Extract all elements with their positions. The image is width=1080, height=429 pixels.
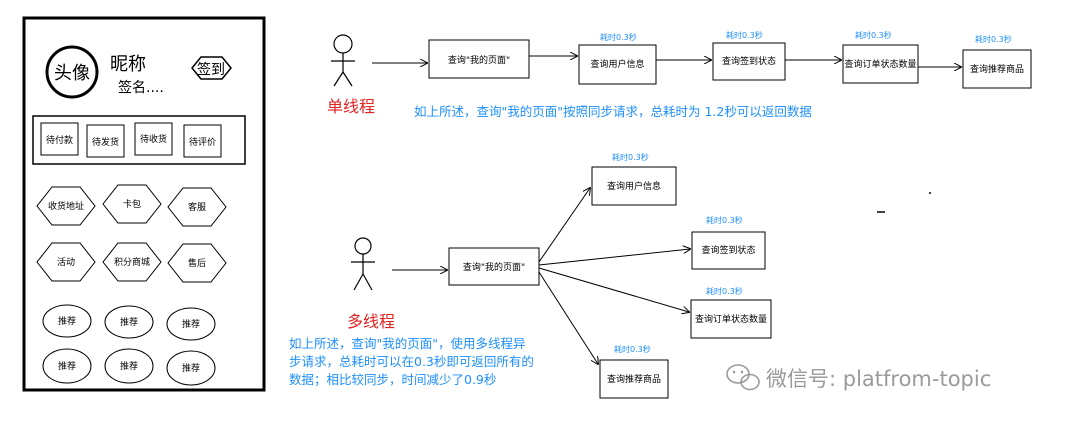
time-label: 耗时0.3秒 [706,215,743,225]
service-label: 收货地址 [48,200,84,212]
order-item: 待评价 [183,124,222,158]
step-box: 查询订单状态数量 [842,44,919,84]
actor-icon [351,237,375,291]
step-box: 查询用户信息 [578,44,657,85]
step-box: 查询签到状态 [691,231,766,270]
avatar [45,45,99,99]
arrow [538,249,690,266]
multi-thread-note-line: 步请求，总耗时可以在0.3秒即可返回所有的 [289,354,534,369]
phone-mockup: 头像 昵称 签名.... 签到 待付款 待发货 待收货 待评价 [22,16,266,392]
step-label: 查询订单状态数量 [695,313,767,325]
step-label: 查询"我的页面" [463,261,525,273]
recommend-item: 推荐 [104,348,154,384]
checkin-label: 签到 [197,61,225,78]
watermark: 微信号: platfrom-topic [726,364,991,391]
step-label: 查询签到状态 [722,55,776,67]
profile-header: 头像 昵称 签名.... 签到 [45,45,232,99]
step-box: 查询"我的页面" [428,39,530,79]
avatar-label: 头像 [54,63,90,84]
arrow [538,188,590,263]
recommend-item: 推荐 [42,348,92,384]
time-label: 耗时0.3秒 [855,30,892,40]
time-label: 耗时0.3秒 [612,152,649,162]
time-label: 耗时0.3秒 [975,34,1012,44]
step-box: 查询推荐商品 [599,359,669,399]
order-status-row: 待付款 待发货 待收货 待评价 [32,115,246,165]
recommend-item: 推荐 [166,307,216,341]
service-label: 售后 [188,257,206,269]
step-box: 查询签到状态 [712,42,786,81]
step-box: 查询用户信息 [591,166,677,206]
order-item: 待收货 [134,122,173,156]
service-grid: 收货地址 卡包 客服 活动 积分商城 售后 [36,184,227,283]
order-label: 待付款 [46,134,73,146]
arrow [538,271,598,364]
recommend-item: 推荐 [166,350,216,386]
step-label: 查询"我的页面" [448,54,510,66]
service-item: 收货地址 [36,186,96,226]
service-item: 客服 [167,187,227,227]
service-label: 活动 [57,256,75,268]
recommend-label: 推荐 [58,360,76,372]
order-label: 待收货 [140,133,167,145]
step-box: 查询订单状态数量 [690,299,772,339]
recommend-label: 推荐 [182,318,200,330]
order-label: 待发货 [92,136,119,148]
single-thread-note: 如上所述，查询"我的页面"按照同步请求，总耗时为 1.2秒可以返回数据 [414,104,812,119]
watermark-text: 微信号: platfrom-topic [766,367,991,391]
time-label: 耗时0.3秒 [726,30,763,40]
arrow [538,267,689,312]
time-label: 耗时0.3秒 [600,32,637,42]
service-label: 客服 [188,201,206,213]
recommend-grid: 推荐 推荐 推荐 推荐 推荐 推荐 [42,304,216,386]
step-label: 查询推荐商品 [607,373,661,385]
recommend-label: 推荐 [120,360,138,372]
step-label: 查询签到状态 [701,244,755,256]
service-label: 积分商城 [114,256,150,268]
step-label: 查询推荐商品 [970,63,1024,75]
wechat-icon [726,364,760,391]
recommend-item: 推荐 [104,305,154,339]
nickname: 昵称 [110,54,146,75]
service-item: 售后 [167,243,227,283]
time-label: 耗时0.3秒 [706,286,743,296]
step-label: 查询用户信息 [590,58,644,70]
recommend-item: 推荐 [42,304,92,338]
service-label: 卡包 [123,198,141,210]
recommend-label: 推荐 [182,362,200,374]
checkin-badge [191,56,232,80]
time-label: 耗时0.3秒 [614,344,651,354]
single-thread-label: 单线程 [327,97,375,116]
step-box: 查询推荐商品 [962,49,1032,89]
multi-thread-flow: 多线程 查询"我的页面" 耗时0.3秒 查询用户信息 耗时0.3秒 查询签到状态… [289,152,772,399]
recommend-label: 推荐 [120,316,138,328]
multi-thread-note-line: 数据；相比较同步，时间减少了0.9秒 [289,372,496,387]
service-item: 积分商城 [102,242,162,282]
multi-thread-label: 多线程 [347,312,395,331]
signature: 签名.... [118,79,164,96]
order-item: 待付款 [40,122,79,156]
step-label: 查询用户信息 [607,180,661,192]
recommend-label: 推荐 [58,315,76,327]
service-item: 卡包 [102,184,162,224]
step-box: 查询"我的页面" [448,247,540,286]
single-thread-flow: 单线程 查询"我的页面" 耗时0.3秒 查询用户信息 耗时0.3秒 查询签到状态… [327,30,1032,119]
order-item: 待发货 [86,124,125,158]
order-label: 待评价 [189,136,216,148]
actor-icon [331,34,355,87]
service-item: 活动 [36,242,96,282]
step-label: 查询订单状态数量 [844,58,916,70]
multi-thread-note-line: 如上所述，查询"我的页面"，使用多线程异 [289,336,526,351]
